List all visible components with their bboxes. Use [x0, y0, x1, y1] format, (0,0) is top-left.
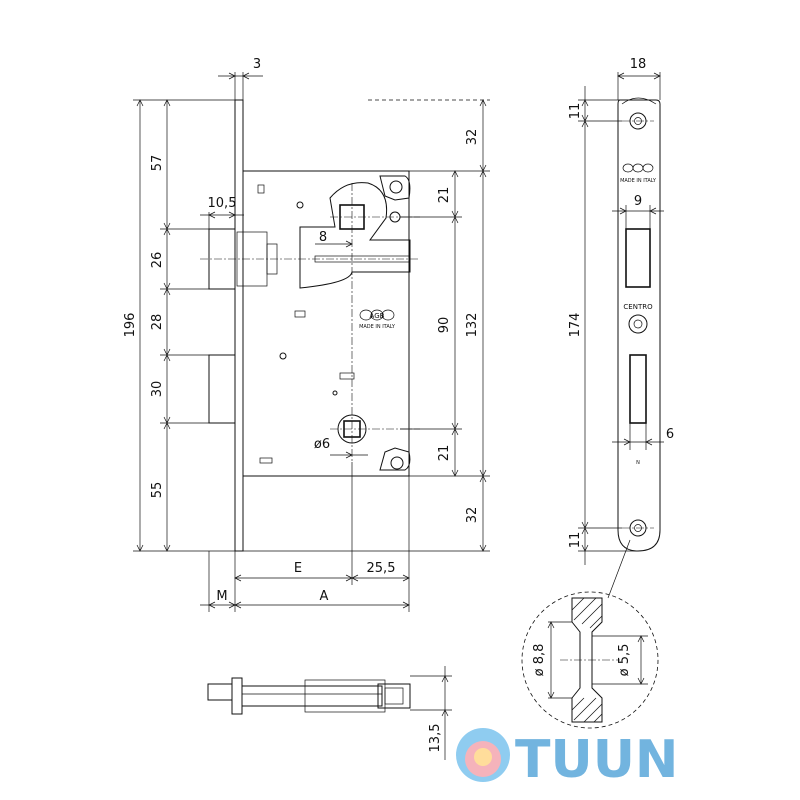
plate-made-in: MADE IN ITALY	[620, 178, 657, 184]
bolt-head	[377, 683, 411, 709]
bolt-side-view: 13,5	[207, 666, 452, 760]
dim-case-height: 132	[465, 313, 480, 338]
upper-screw-lug	[379, 175, 411, 201]
dim-bottom-margin: 32	[465, 507, 480, 524]
dim-top-margin: 32	[465, 129, 480, 146]
made-in-label: MADE IN ITALY	[359, 324, 396, 330]
n-mark: N	[636, 460, 640, 466]
bolt-shaft	[241, 685, 383, 707]
follower-mechanism	[299, 182, 411, 289]
slot-2	[257, 184, 265, 194]
slot-1	[294, 310, 306, 318]
brand-mark: AGB MADE IN ITALY	[359, 309, 396, 330]
dim-cylinder-hole: ø6	[314, 437, 330, 452]
dim-screw-lower: 21	[437, 445, 452, 462]
face-plate	[617, 99, 661, 552]
bolt-tip	[207, 683, 233, 701]
dim-bolt-throw: 13,5	[428, 724, 443, 753]
upper-screw-hole	[389, 180, 403, 194]
slot-4	[339, 372, 355, 380]
counterbore-detail: ø 8,8 ø 5,5	[521, 539, 659, 729]
dim-counterbore-inner: ø 5,5	[617, 644, 632, 677]
dim-e-label: E	[294, 561, 302, 576]
dim-screw-upper: 21	[437, 187, 452, 204]
bolt-plate	[231, 677, 243, 715]
lower-screw-hole	[390, 456, 404, 470]
dim-plate-bottom: 11	[568, 532, 583, 549]
centro-adjuster	[628, 314, 648, 334]
dim-bolt-height: 30	[150, 381, 165, 398]
dim-bolt-slot-width: 6	[666, 427, 674, 442]
dim-latch-depth: 10,5	[208, 196, 237, 211]
right-dimensions: 8 ø6 21 90 21 32 132 32	[243, 99, 490, 552]
dim-plate-thickness: 3	[253, 57, 261, 72]
dim-plate-hole-distance: 174	[568, 313, 583, 338]
dim-m-label: M	[216, 589, 227, 604]
front-view: AGB MADE IN ITALY	[200, 99, 420, 552]
dim-backset-offset: 25,5	[367, 561, 396, 576]
dim-latch-slot-width: 9	[634, 194, 642, 209]
dim-hole-spacing: 90	[437, 317, 452, 334]
lower-screw-lug	[379, 447, 411, 471]
face-plate-view: MADE IN ITALY CENTRO N 18 9 6	[568, 57, 674, 565]
dim-total-height: 196	[123, 313, 138, 338]
watermark: TUUN	[456, 728, 678, 790]
latch-slot	[625, 228, 651, 288]
bolt-slot	[629, 354, 647, 424]
slot-3	[259, 457, 273, 464]
centro-label: CENTRO	[623, 303, 653, 311]
dim-latch-to-bolt: 28	[150, 314, 165, 331]
brand-mark-label: AGB	[370, 312, 385, 320]
dim-counterbore-outer: ø 8,8	[532, 644, 547, 677]
dim-a-label: A	[320, 589, 329, 604]
dim-top-to-latch: 57	[150, 155, 165, 172]
lock-case	[242, 170, 410, 477]
bottom-dimensions: E 25,5 M A	[200, 462, 410, 612]
left-dimensions: 196 57 26 28 30 55 10,5 3	[123, 57, 263, 552]
dim-plate-width: 18	[630, 57, 647, 72]
rivet-1	[296, 201, 304, 209]
watermark-text: TUUN	[515, 730, 678, 790]
detail-circle	[521, 591, 659, 729]
rivet-3	[332, 390, 338, 396]
front-plate	[234, 99, 244, 552]
bolt-housing	[304, 679, 386, 713]
rivet-2	[279, 352, 287, 360]
dim-latch-height: 26	[150, 252, 165, 269]
dim-plate-top: 11	[568, 103, 583, 120]
dead-bolt	[208, 354, 236, 424]
dim-bolt-to-bottom: 55	[150, 482, 165, 499]
dim-follower-offset: 8	[319, 230, 327, 245]
